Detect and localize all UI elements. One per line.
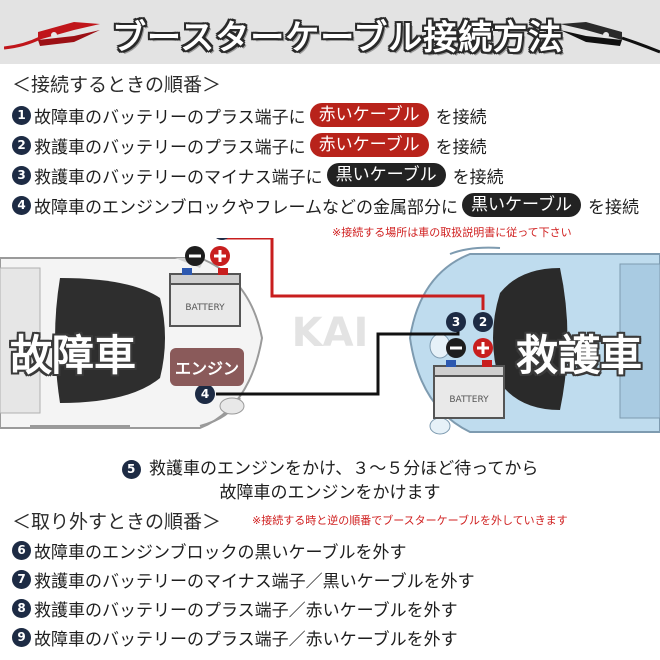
step-text: 故障車のバッテリーのプラス端子／赤いケーブルを外す (34, 629, 458, 650)
black-cable-badge: 黒いケーブル (461, 193, 581, 217)
step-5-line-2: 故障車のエンジンをかけます (219, 483, 441, 503)
step-text: 救護車のバッテリーのプラス端子／赤いケーブルを外す (34, 600, 458, 621)
disconnect-step-6: 6 故障車のエンジンブロックの黒いケーブルを外す (12, 537, 406, 563)
watermark: KAI (292, 310, 369, 356)
svg-text:4: 4 (201, 387, 209, 401)
marker-4: 4 (195, 384, 215, 404)
disconnect-section-title: ＜取り外すときの順番＞ (12, 511, 222, 533)
step-suffix: を接続 (435, 107, 487, 128)
connect-step-1: 1 故障車のバッテリーのプラス端子に 赤いケーブル を接続 (12, 102, 487, 128)
black-clamp-icon (560, 22, 660, 54)
step-text: 故障車のエンジンブロックやフレームなどの金属部分に (34, 197, 458, 218)
step-number-5: 5 (121, 459, 141, 479)
rescue-car-label: 救護車 (516, 331, 643, 380)
black-cable-badge: 黒いケーブル (326, 163, 446, 187)
step-number-1: 1 (12, 105, 31, 125)
step-5-line-1: 5 救護車のエンジンをかけ、３～５分ほど待ってから (0, 454, 660, 479)
broken-car-label: 故障車 (10, 331, 137, 380)
step-text: 故障車のエンジンブロックの黒いケーブルを外す (34, 542, 407, 563)
step-text: 救護車のバッテリーのマイナス端子に (34, 167, 323, 188)
step-5-text: 救護車のエンジンをかけ、３～５分ほど待ってから (149, 459, 539, 479)
marker-2: 2 (473, 312, 493, 332)
marker-1: 1 (216, 238, 228, 240)
step-number-4: 4 (12, 195, 31, 215)
broken-car-battery (169, 268, 241, 327)
connect-section-title: ＜接続するときの順番＞ (12, 74, 222, 96)
step-number-2: 2 (12, 135, 31, 155)
connect-step-3: 3 救護車のバッテリーのマイナス端子に 黒いケーブル を接続 (12, 162, 504, 188)
header-banner: ブースターケーブル接続方法 (0, 0, 660, 64)
step-suffix: を接続 (587, 197, 639, 218)
connect-step-2: 2 救護車のバッテリーのプラス端子に 赤いケーブル を接続 (12, 132, 487, 158)
step-number-7: 7 (12, 569, 31, 589)
red-clamp-icon (4, 22, 100, 50)
marker-3: 3 (446, 312, 466, 332)
engine-block-label: エンジン (170, 348, 244, 386)
rescue-car-battery (433, 360, 505, 419)
step-number-3: 3 (12, 165, 31, 185)
step-number-9: 9 (12, 627, 31, 647)
red-cable-badge: 赤いケーブル (309, 103, 429, 127)
step-suffix: を接続 (435, 137, 487, 158)
red-cable-badge: 赤いケーブル (309, 133, 429, 157)
step-text: 救護車のバッテリーのマイナス端子／黒いケーブルを外す (34, 571, 475, 592)
step-text: 救護車のバッテリーのプラス端子に (34, 137, 306, 158)
disconnect-step-7: 7 救護車のバッテリーのマイナス端子／黒いケーブルを外す (12, 566, 475, 592)
disconnect-note: ※接続する時と逆の順番でブースターケーブルを外していきます (252, 514, 568, 527)
connect-note: ※接続する場所は車の取扱説明書に従って下さい (332, 226, 572, 239)
red-cable (222, 238, 485, 310)
step-number-8: 8 (12, 598, 31, 618)
page-title: ブースターケーブル接続方法 (112, 18, 564, 58)
step-number-6: 6 (12, 540, 31, 560)
connect-step-4: 4 故障車のエンジンブロックやフレームなどの金属部分に 黒いケーブル を接続 (12, 192, 639, 218)
disconnect-step-9: 9 故障車のバッテリーのプラス端子／赤いケーブルを外す (12, 624, 458, 650)
step-text: 故障車のバッテリーのプラス端子に (34, 107, 306, 128)
step-suffix: を接続 (452, 167, 504, 188)
battery-label: BATTERY (185, 303, 225, 313)
battery-label: BATTERY (449, 395, 489, 405)
svg-text:3: 3 (452, 315, 460, 329)
disconnect-step-8: 8 救護車のバッテリーのプラス端子／赤いケーブルを外す (12, 595, 458, 621)
svg-text:2: 2 (479, 315, 487, 329)
